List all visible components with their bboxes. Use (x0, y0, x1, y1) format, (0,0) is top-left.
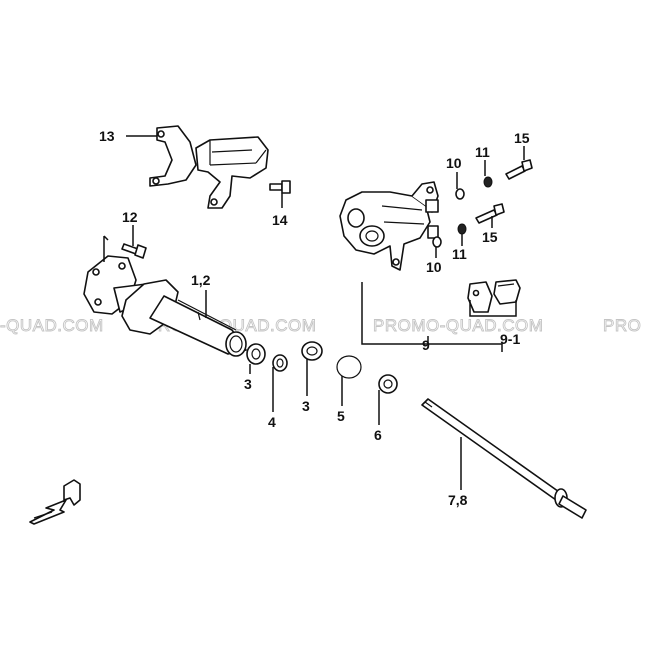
part-11-nut-top (483, 176, 493, 188)
leader-12-bracket (103, 235, 109, 262)
callout-1-2: 1,2 (191, 272, 211, 288)
part-10-washer-bottom (432, 236, 442, 248)
part-15-screw-top (505, 159, 533, 180)
front-direction-arrow-icon (29, 479, 81, 525)
callout-11-top: 11 (475, 144, 490, 160)
watermark: -QUAD.COM PROMO-QUAD.COM PROMO-QUAD.COM … (0, 316, 641, 336)
callout-13: 13 (99, 128, 115, 144)
part-12-bolt (121, 243, 147, 259)
callout-4: 4 (268, 414, 276, 430)
watermark-segment-4: PRO (603, 316, 641, 335)
callout-12: 12 (122, 209, 138, 225)
callout-10-top: 10 (446, 155, 462, 171)
callouts: 13 14 12 1,2 10 11 15 15 11 10 9-1 9 3 4… (99, 128, 530, 508)
part-3-bearing-left (246, 343, 266, 365)
part-7-8-axle-shaft (421, 398, 587, 519)
part-14-bolt (269, 180, 291, 194)
part-9-brake-caliper (339, 181, 439, 271)
watermark-segment-3: PROMO-QUAD.COM (373, 316, 543, 335)
leader-9-1-bracket (469, 300, 517, 317)
part-9-1-brake-pads (467, 279, 521, 313)
leader-9-bracket (361, 282, 503, 352)
part-10-washer-top (455, 188, 465, 200)
callout-5: 5 (337, 408, 345, 424)
part-13-bracket (149, 125, 269, 209)
callout-9: 9 (422, 337, 430, 353)
callout-9-1: 9-1 (500, 331, 520, 347)
watermark-segment-1: -QUAD.COM (0, 316, 104, 335)
callout-6: 6 (374, 427, 382, 443)
callout-15-top: 15 (514, 130, 530, 146)
callout-3-right: 3 (302, 398, 310, 414)
part-15-screw-bottom (475, 203, 505, 224)
callout-10-bottom: 10 (426, 259, 442, 275)
callout-11-bottom: 11 (452, 246, 467, 262)
callout-3-left: 3 (244, 376, 252, 392)
part-4-washer (272, 354, 288, 372)
callout-14: 14 (272, 212, 288, 228)
part-3-bearing-right (301, 341, 323, 361)
part-5-o-ring (336, 355, 362, 379)
leader-lines (103, 135, 525, 490)
part-11-nut-bottom (457, 223, 467, 235)
callout-7-8: 7,8 (448, 492, 468, 508)
part-1-2-axle-housing (83, 255, 247, 357)
callout-15-bottom: 15 (482, 229, 498, 245)
part-6-washer (378, 374, 398, 394)
